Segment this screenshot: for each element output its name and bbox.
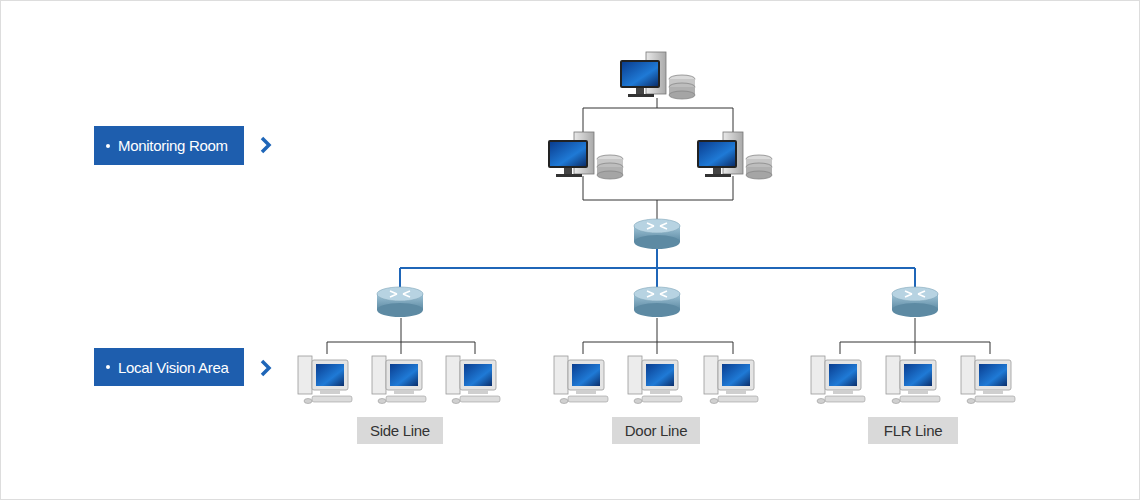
area-label-box: Monitoring Room xyxy=(94,126,244,165)
chevron xyxy=(262,138,269,152)
bullet xyxy=(106,144,110,148)
backbone-link xyxy=(400,248,915,288)
router xyxy=(892,287,938,317)
router xyxy=(634,287,680,317)
area-label: Local Vision Area xyxy=(118,359,229,376)
monitoring-server xyxy=(548,132,623,179)
wires xyxy=(327,98,990,354)
main-server xyxy=(620,52,695,99)
area-label-box: Local Vision Area xyxy=(94,348,244,386)
line-label-box: Side Line xyxy=(357,417,443,444)
line-label: FLR Line xyxy=(884,422,942,439)
bullet xyxy=(106,365,110,369)
line-label-box: Door Line xyxy=(612,417,700,444)
router xyxy=(634,219,680,249)
router xyxy=(377,287,423,317)
area-label: Monitoring Room xyxy=(118,137,228,154)
line-label-box: FLR Line xyxy=(868,417,958,444)
chevron xyxy=(262,361,269,375)
monitoring-server xyxy=(697,132,772,179)
vision-clients xyxy=(298,356,1015,404)
line-label: Door Line xyxy=(625,422,687,439)
line-label: Side Line xyxy=(370,422,430,439)
